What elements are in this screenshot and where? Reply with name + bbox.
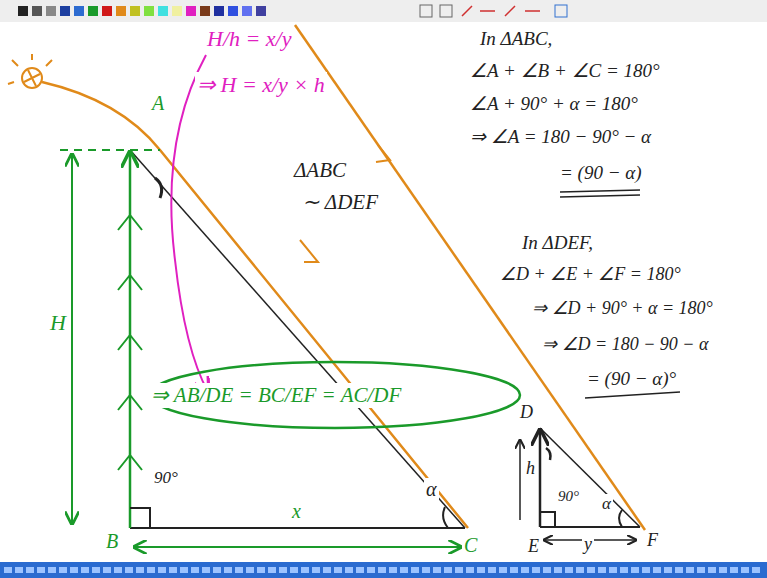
leader-arrow xyxy=(171,55,208,392)
progress-ticks xyxy=(4,567,763,573)
working-line: = (90 − α) xyxy=(558,162,644,184)
vertex-label: F xyxy=(645,530,660,551)
angle-label: 90° xyxy=(152,468,180,488)
toolbar xyxy=(0,0,767,22)
ratio-equation: ⇒ AB/DE = BC/EF = AC/DF xyxy=(148,383,404,408)
vertex-label: B xyxy=(104,530,120,553)
vertex-label: A xyxy=(150,92,166,115)
height-arrow-h xyxy=(519,440,521,520)
underline xyxy=(560,190,640,197)
pole-ticks xyxy=(118,215,142,470)
dimension-label: x xyxy=(290,500,303,523)
ray-arrow xyxy=(300,240,318,262)
dimension-label: y xyxy=(582,534,594,555)
working-line: ⇒ ∠D + 90° + α = 180° xyxy=(530,298,715,319)
toolbar-swatches xyxy=(18,5,567,17)
formula: H/h = x/y xyxy=(205,26,294,51)
angle-d-mark xyxy=(546,448,551,460)
ratio-ellipse: ⇒ AB/DE = BC/EF = AC/DF xyxy=(148,360,522,430)
angle-label: α xyxy=(600,494,613,514)
vertex-label: E xyxy=(526,536,541,557)
progress-bar xyxy=(0,562,767,578)
hypotenuse-df xyxy=(540,428,640,527)
angle-label: 90° xyxy=(556,488,581,505)
sun-ray xyxy=(42,82,468,528)
angle-a-mark xyxy=(155,178,162,198)
working-line: In ΔDEF, xyxy=(520,232,595,254)
formula: ⇒ H = x/y × h xyxy=(195,72,327,97)
ground-bc xyxy=(130,527,465,529)
dimension-label: H xyxy=(48,310,68,335)
angle-c-mark xyxy=(443,507,448,528)
pole-ab xyxy=(129,152,132,528)
underline xyxy=(585,392,680,398)
working-line: ⇒ ∠D = 180 − 90 − α xyxy=(540,334,710,355)
working-line: In ΔABC, xyxy=(478,28,554,50)
height-guide xyxy=(60,149,160,151)
angle-f-mark xyxy=(619,510,622,527)
working-line: ⇒ ∠A = 180 − 90° − α xyxy=(468,126,653,148)
length-arrow xyxy=(134,546,461,548)
hypotenuse-ac xyxy=(130,150,465,528)
vertex-label: C xyxy=(462,534,479,557)
angle-label: α xyxy=(424,478,439,501)
working-line: ∠A + 90° + α = 180° xyxy=(468,93,640,115)
working-line: ∠A + ∠B + ∠C = 180° xyxy=(468,60,662,82)
vertex-label: D xyxy=(518,402,535,423)
working-line: ∠D + ∠E + ∠F = 180° xyxy=(498,264,683,285)
right-angle-e xyxy=(540,512,555,527)
similarity: ∼ ΔDEF xyxy=(300,190,380,214)
right-angle-b xyxy=(130,508,150,528)
height-arrow xyxy=(71,154,73,524)
dimension-label: h xyxy=(524,458,537,479)
working-line: = (90 − α)° xyxy=(585,368,678,390)
ray-arrow xyxy=(376,145,390,162)
similarity: ΔABC xyxy=(292,158,348,182)
